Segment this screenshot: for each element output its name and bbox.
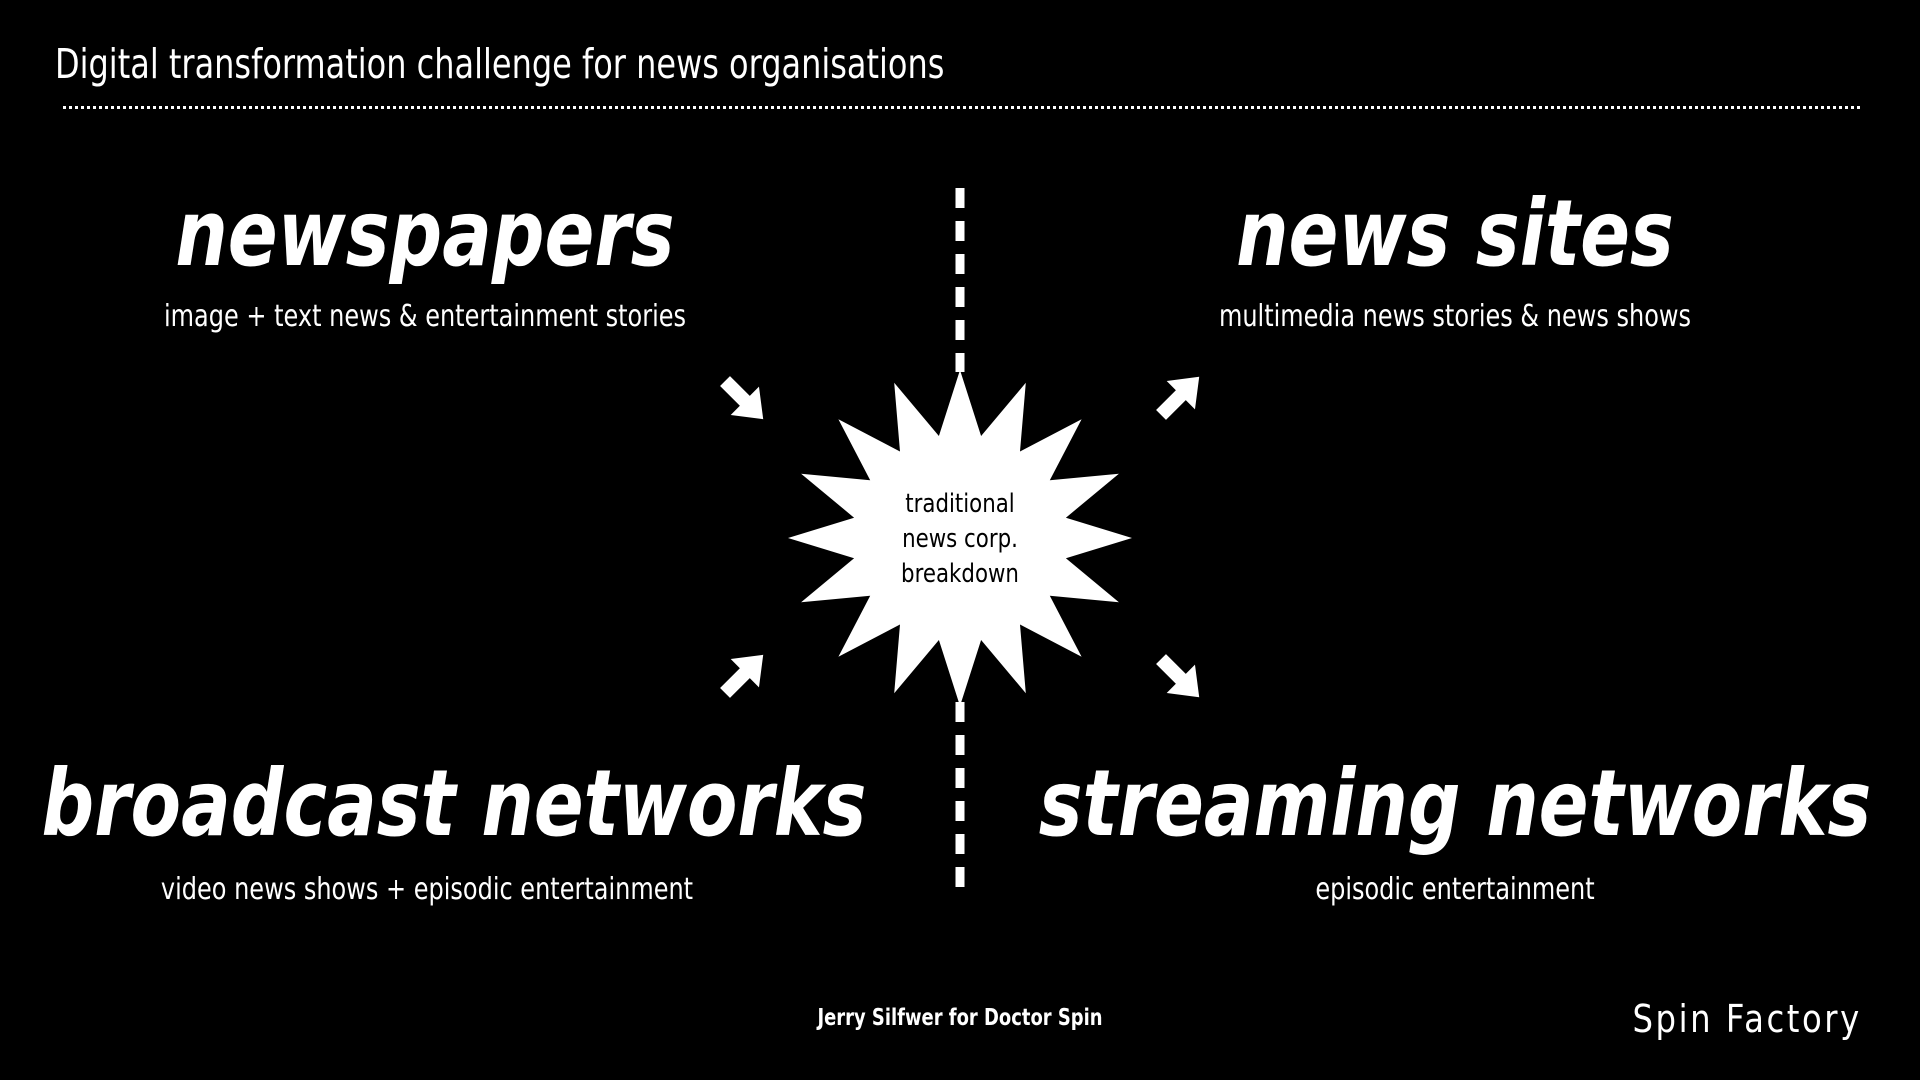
arrow-streaming-out	[1156, 654, 1200, 698]
subtitle-newspapers: image + text news & entertainment storie…	[163, 299, 687, 334]
page-title: Digital transformation challenge for new…	[55, 40, 945, 88]
subtitle-news-sites: multimedia news stories & news shows	[1218, 299, 1692, 334]
title-divider	[63, 106, 1860, 109]
breakdown-burst	[788, 370, 1132, 706]
arrow-newspapers-in	[720, 376, 764, 420]
subtitle-broadcast-networks: video news shows + episodic entertainmen…	[160, 872, 694, 907]
subtitle-streaming-networks: episodic entertainment	[1315, 872, 1595, 907]
heading-news-sites: news sites	[1236, 180, 1674, 287]
footer-credit: Jerry Silfwer for Doctor Spin	[817, 1005, 1103, 1031]
heading-streaming-networks: streaming networks	[1038, 750, 1872, 857]
arrow-news-sites-out	[1156, 376, 1200, 420]
heading-newspapers: newspapers	[175, 180, 675, 287]
brand-logo-text: Spin Factory	[1632, 997, 1862, 1041]
burst-label-line3: breakdown	[901, 559, 1019, 589]
burst-label-line2: news corp.	[902, 524, 1018, 554]
heading-broadcast-networks: broadcast networks	[41, 750, 867, 857]
arrow-broadcast-in	[720, 654, 764, 698]
burst-label-line1: traditional	[905, 489, 1015, 519]
burst-label: traditional news corp. breakdown	[860, 487, 1060, 592]
